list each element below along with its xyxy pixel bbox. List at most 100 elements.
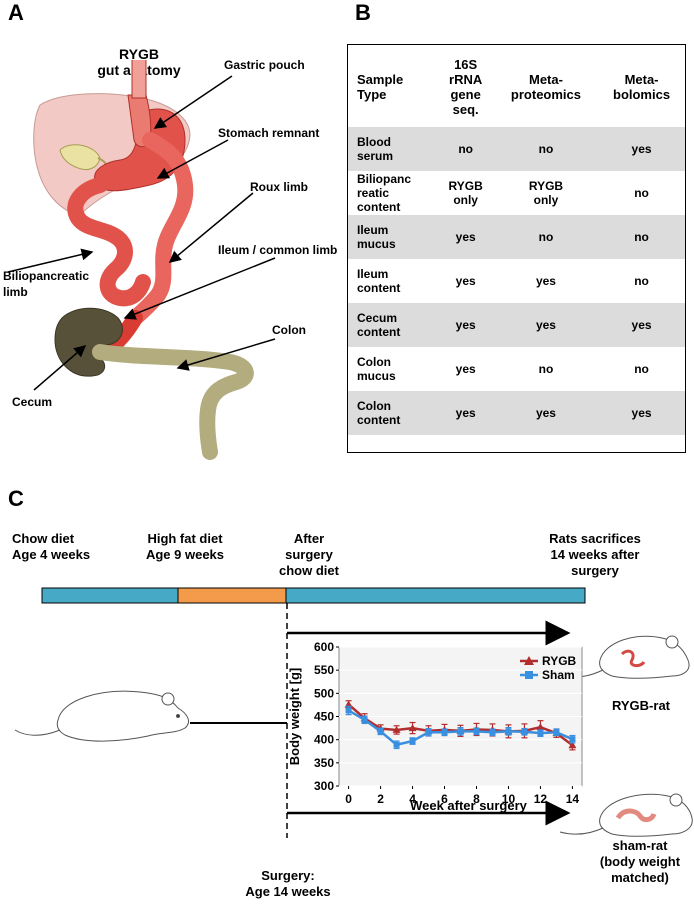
label-biliopancreatic-limb: Biliopancreatic limb [3, 268, 89, 300]
data-point [441, 729, 448, 736]
data-point [392, 725, 401, 733]
data-point [344, 700, 353, 708]
cell-metabolomics: no [634, 362, 649, 376]
cell-metaproteomics: no [493, 127, 599, 171]
cell-metabolomics: yes [598, 303, 685, 347]
header-metabolomics: Meta-bolomics [613, 72, 671, 102]
label-roux-limb: Roux limb [250, 180, 309, 194]
timeline-bar-after-surgery [285, 587, 586, 604]
x-tick-label: 14 [566, 792, 580, 806]
sham-line1: sham-rat [612, 838, 668, 853]
legend-marker [524, 656, 534, 665]
label-ileum-common-limb: Ileum / common limb [218, 243, 338, 257]
timeline-bar-chow [41, 587, 179, 604]
x-tick-label: 4 [409, 792, 416, 806]
data-point [409, 738, 416, 745]
data-point [489, 729, 496, 736]
data-point [377, 728, 384, 735]
y-tick-label: 600 [314, 640, 334, 654]
cell-metabolomics: yes [598, 127, 685, 171]
chow-line1: Chow diet [12, 531, 75, 546]
gallbladder-shape [59, 144, 101, 171]
x-axis-label: Week after surgery [410, 798, 528, 813]
cell-metabolomics: no [634, 186, 649, 200]
panel-c-letter: C [8, 486, 24, 511]
cell-16s: yes [455, 362, 476, 376]
surgery-label: Surgery: Age 14 weeks [228, 868, 348, 900]
after-surgery-label: After surgery chow diet [254, 531, 364, 579]
data-point [505, 728, 512, 735]
rat-icon-left [14, 690, 189, 742]
surgery-line2: Age 14 weeks [245, 884, 331, 899]
sacrifice-label: Rats sacrifices 14 weeks after surgery [525, 531, 665, 579]
sham-line3: matched) [611, 870, 669, 885]
label-stomach-remnant: Stomach remnant [218, 126, 320, 140]
cell-16s: yes [455, 274, 476, 288]
hfd-line1: High fat diet [147, 531, 223, 546]
data-point [521, 728, 528, 735]
timeline-bar-hfd [177, 587, 287, 604]
x-tick-label: 10 [502, 792, 516, 806]
sacr-line1: Rats sacrifices [549, 531, 641, 546]
chow-diet-label: Chow diet Age 4 weeks [12, 531, 90, 563]
cell-metaproteomics: yes [493, 303, 599, 347]
data-point [553, 729, 560, 736]
x-tick-label: 6 [441, 792, 448, 806]
gut-anatomy-illustration [7, 60, 276, 460]
data-point [361, 716, 368, 723]
y-axis-label: Body weight [g] [287, 668, 302, 766]
label-colon: Colon [272, 323, 306, 337]
colon-shape [92, 344, 254, 460]
cell-metaproteomics: yes [493, 391, 599, 435]
cell-metaproteomics: no [538, 362, 554, 376]
cecum-shape [54, 307, 123, 377]
roux-limb-shape [127, 132, 194, 326]
rygb-rat-label: RYGB-rat [611, 698, 671, 713]
cell-metabolomics: no [598, 215, 685, 259]
cell-metabolomics: no [634, 274, 649, 288]
rat-icon-sham [559, 793, 693, 837]
data-point [568, 741, 577, 749]
data-point [537, 730, 544, 737]
label-biliopancreatic-line2: limb [3, 285, 28, 299]
data-point [473, 728, 480, 735]
data-point [457, 728, 464, 735]
after-line3: chow diet [279, 563, 339, 578]
timeline-diagram [14, 587, 693, 838]
data-point [345, 707, 352, 714]
y-tick-label: 400 [314, 733, 334, 747]
panel-b-letter: B [355, 0, 371, 25]
cell-16s: yes [437, 391, 494, 435]
x-tick-label: 0 [345, 792, 352, 806]
y-tick-label: 300 [314, 779, 334, 793]
chow-line2: Age 4 weeks [12, 547, 91, 562]
cell-metaproteomics: no [493, 215, 599, 259]
cell-16s: yes [437, 303, 494, 347]
data-point [425, 729, 432, 736]
hfd-line2: Age 9 weeks [145, 547, 225, 562]
x-tick-label: 12 [534, 792, 548, 806]
y-tick-label: 450 [314, 710, 334, 724]
sacr-line2: 14 weeks after [550, 547, 640, 562]
hfd-label: High fat diet Age 9 weeks [120, 531, 250, 563]
surgery-line1: Surgery: [261, 868, 315, 883]
sham-line2: (body weight [599, 854, 681, 869]
legend-marker [525, 671, 533, 679]
legend-label: RYGB [542, 654, 577, 668]
biliopancreatic-limb-shape [67, 177, 151, 307]
